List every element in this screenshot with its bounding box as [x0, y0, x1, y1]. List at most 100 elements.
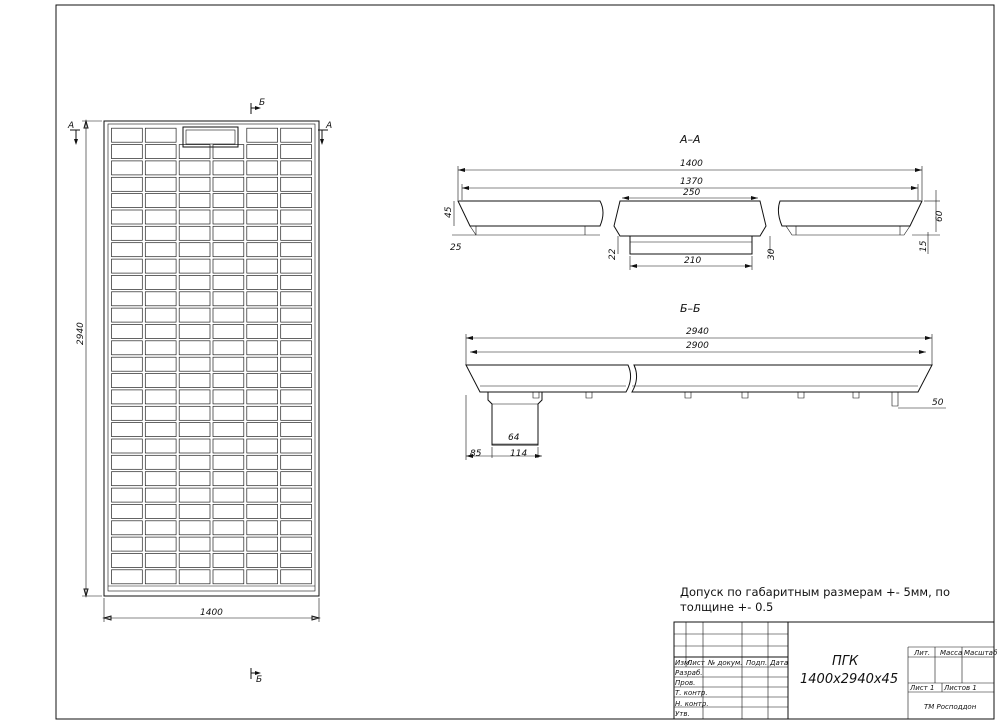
plan-cell	[178, 504, 211, 519]
plan-cell	[111, 275, 143, 290]
section-bb: Б–Б 2940 2900 64 85 114	[465, 302, 946, 460]
plan-cell	[246, 209, 278, 225]
plan-cell	[111, 553, 143, 568]
plan-cell	[212, 242, 245, 258]
plan-cell	[212, 569, 245, 585]
tb-nkontr: Н. контр.	[675, 700, 709, 708]
plan-cell	[111, 193, 143, 208]
plan-cell	[111, 307, 143, 323]
plan-cell	[111, 504, 143, 519]
plan-cell	[212, 471, 245, 487]
section-b-marker-top: Б	[250, 98, 265, 114]
bb-foot	[487, 392, 543, 446]
plan-cell	[246, 324, 278, 339]
tb-masshtab: Масштаб	[964, 649, 998, 657]
plan-cell	[212, 307, 245, 323]
plan-cell	[111, 487, 143, 503]
plan-cell	[111, 373, 143, 388]
plan-cell	[246, 291, 278, 307]
plan-cell	[280, 340, 312, 356]
plan-cell	[280, 144, 312, 159]
plan-cell	[144, 275, 177, 290]
plan-cell	[178, 422, 211, 437]
section-aa-title: А–А	[679, 133, 701, 146]
plan-cell	[178, 471, 211, 487]
plan-cell	[280, 405, 312, 421]
plan-cell	[111, 454, 143, 470]
plan-cell	[178, 405, 211, 421]
plan-cell	[246, 127, 278, 143]
plan-cell	[144, 487, 177, 503]
plan-cell	[212, 176, 245, 192]
plan-cell	[178, 193, 211, 208]
aa-profile-center	[613, 200, 767, 237]
plan-cell	[212, 160, 245, 176]
plan-cell	[144, 356, 177, 372]
plan-cell	[246, 307, 278, 323]
plan-cell	[246, 520, 278, 536]
plan-cell	[246, 144, 278, 159]
title-block: Изм. Лист № докум. Подп. Дата Разраб. Пр…	[673, 621, 998, 720]
bb-dim-2900: 2900	[686, 341, 709, 351]
plan-cell	[280, 193, 312, 208]
plan-cell	[212, 454, 245, 470]
plan-cell	[144, 160, 177, 176]
plan-handle-slot-inner	[185, 129, 236, 145]
bb-dim-114: 114	[510, 449, 527, 459]
plan-cell	[246, 225, 278, 241]
plan-cell	[178, 176, 211, 192]
plan-cell	[178, 389, 211, 405]
plan-cell	[178, 258, 211, 274]
plan-cell	[144, 569, 177, 585]
tb-lit: Лит.	[913, 649, 930, 657]
plan-cell	[280, 487, 312, 503]
plan-cell	[212, 356, 245, 372]
plan-cell	[246, 553, 278, 568]
plan-cell	[212, 553, 245, 568]
plan-cell	[111, 536, 143, 552]
plan-cell	[144, 225, 177, 241]
plan-cell	[111, 324, 143, 339]
section-bb-title: Б–Б	[680, 302, 701, 315]
plan-height-label: 2940	[76, 322, 86, 345]
plan-cell	[111, 405, 143, 421]
plan-cell	[212, 258, 245, 274]
plan-cell	[246, 536, 278, 552]
plan-cell	[144, 520, 177, 536]
svg-text:А: А	[325, 121, 332, 131]
plan-cell	[280, 307, 312, 323]
plan-cell	[144, 324, 177, 339]
section-aa: А–А 1400 1370 250 45	[444, 133, 945, 270]
bb-dim-2940: 2940	[686, 327, 709, 337]
aa-dim-22: 22	[608, 248, 618, 260]
plan-cell	[144, 127, 177, 143]
plan-cell	[246, 471, 278, 487]
plan-cell	[212, 520, 245, 536]
plan-cell	[246, 405, 278, 421]
plan-cell	[178, 373, 211, 388]
aa-dim-1370: 1370	[680, 177, 703, 187]
plan-cell	[111, 258, 143, 274]
plan-cell	[144, 144, 177, 159]
plan-cell	[212, 405, 245, 421]
plan-cell	[144, 389, 177, 405]
plan-cell	[212, 389, 245, 405]
plan-cell	[280, 176, 312, 192]
plan-cell	[178, 324, 211, 339]
plan-cell	[280, 209, 312, 225]
plan-cell	[111, 520, 143, 536]
plan-cell	[212, 487, 245, 503]
plan-cell	[144, 471, 177, 487]
plan-cell	[178, 520, 211, 536]
tb-massa: Масса	[940, 649, 962, 657]
plan-cell	[111, 569, 143, 585]
tb-prov: Пров.	[675, 679, 695, 687]
plan-cell	[280, 553, 312, 568]
plan-cell	[280, 275, 312, 290]
plan-cell	[280, 389, 312, 405]
plan-cell	[280, 127, 312, 143]
plan-cell	[212, 340, 245, 356]
plan-cell	[246, 193, 278, 208]
plan-cell	[212, 209, 245, 225]
tb-izm: Изм.	[675, 659, 691, 667]
